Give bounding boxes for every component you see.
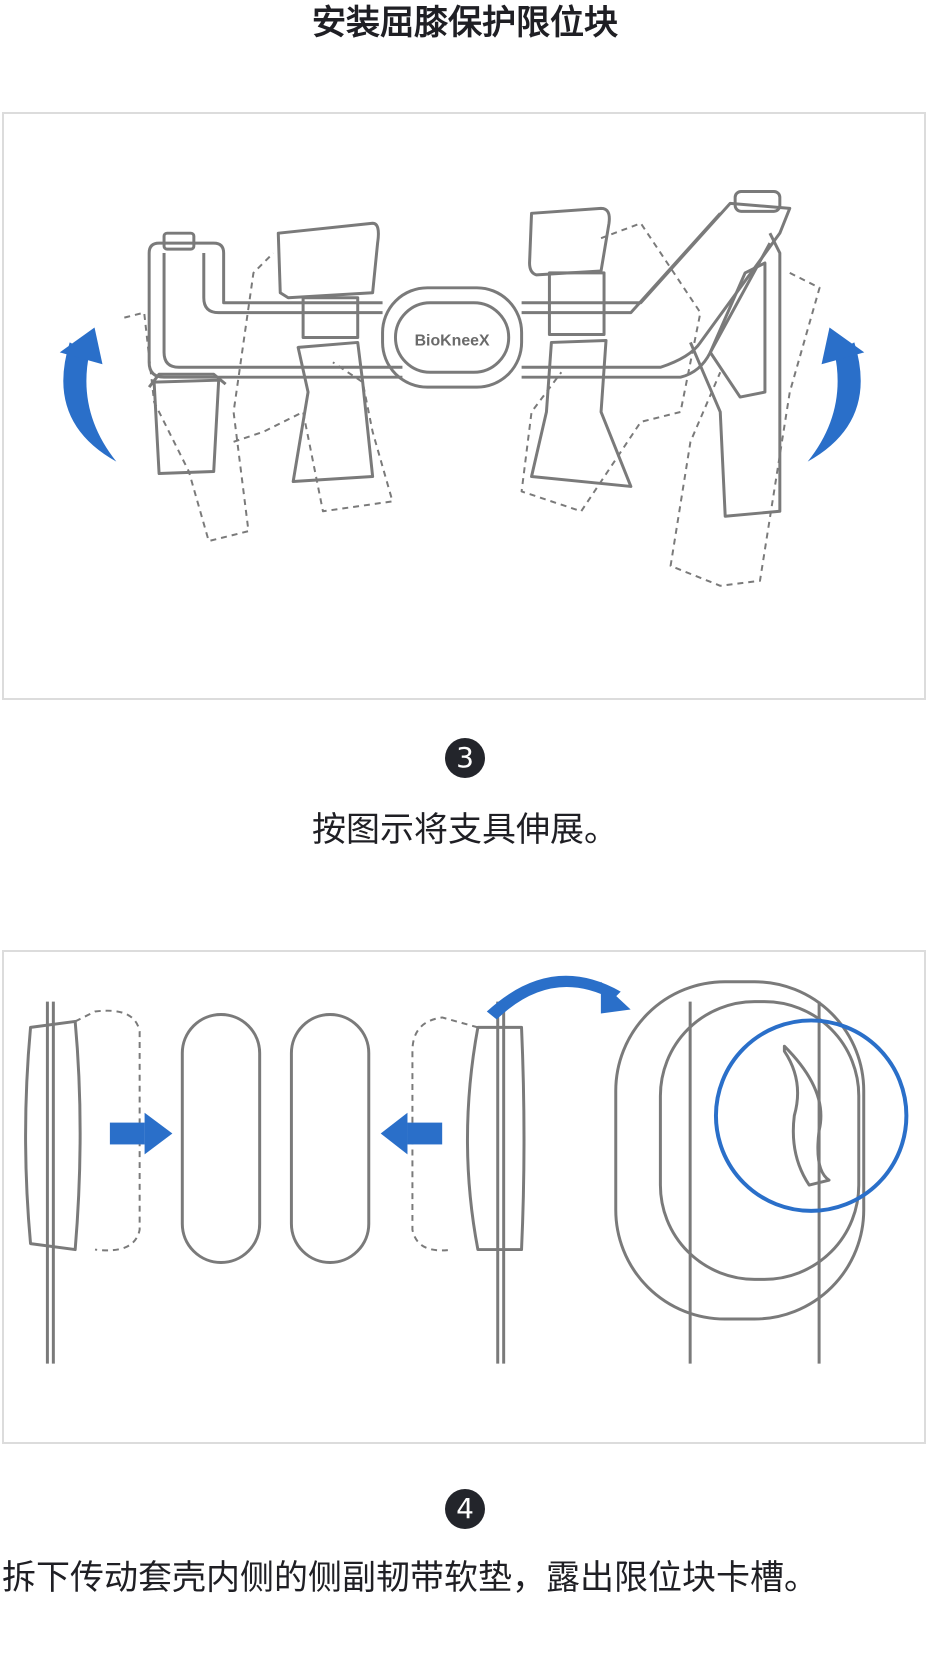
pad	[289, 1013, 371, 1264]
page-title: 安装屈膝保护限位块	[312, 3, 618, 43]
step-number-badge: 3	[445, 738, 485, 778]
step4-illustration	[2, 950, 926, 1444]
step4-caption: 拆下传动套壳内侧的侧副韧带软垫，露出限位块卡槽。	[2, 1558, 818, 1598]
flexed-position-outline	[124, 222, 821, 587]
rotate-arrow-icon	[59, 327, 865, 462]
pad	[180, 1013, 262, 1264]
step3-caption: 按图示将支具伸展。	[312, 810, 618, 850]
housing-left	[24, 1001, 141, 1364]
bioknee-logo: BioKneeX	[415, 332, 490, 349]
housing-detail	[614, 980, 909, 1364]
arrow-icon	[109, 975, 631, 1155]
step-number-badge: 4	[445, 1489, 485, 1529]
housing-right	[411, 1001, 526, 1364]
step3-illustration: BioKneeX	[2, 112, 926, 700]
brace-frame: BioKneeX	[147, 189, 792, 518]
